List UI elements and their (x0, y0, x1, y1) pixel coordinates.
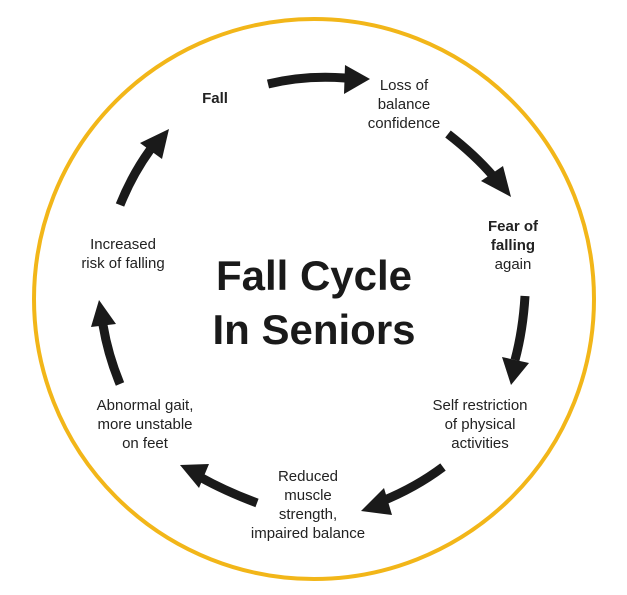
node-line: balance (378, 96, 431, 113)
arrow-abnormal-gait-to-increased-risk (91, 300, 125, 386)
node-line: falling (491, 237, 535, 254)
node-line: Fall (202, 90, 228, 107)
arrow-increased-risk-to-fall (115, 129, 169, 207)
node-self-restriction-of-physical-activities: Self restriction of physical activities (432, 397, 527, 452)
node-line: on feet (122, 435, 169, 452)
node-line: Loss of (380, 77, 429, 94)
node-increased-risk-of-falling: Increased risk of falling (81, 236, 164, 272)
node-line: activities (451, 435, 509, 452)
diagram-title-line-2: In Seniors (212, 306, 415, 353)
node-loss-of-balance-confidence: Loss of balance confidence (368, 77, 441, 132)
node-line: Increased (90, 236, 156, 253)
arrow-loss-of-confidence-to-fear (445, 130, 511, 197)
node-line: Reduced (278, 468, 338, 485)
node-line: muscle (284, 487, 332, 504)
cycle-arrows (91, 65, 530, 515)
arrow-reduced-strength-to-abnormal-gait (180, 464, 259, 508)
node-line: impaired balance (251, 525, 365, 542)
node-line: more unstable (97, 416, 192, 433)
node-reduced-muscle-strength: Reduced muscle strength, impaired balance (251, 468, 365, 542)
arrow-self-restriction-to-reduced-strength (361, 463, 446, 515)
node-line: Self restriction (432, 397, 527, 414)
arrow-fear-to-self-restriction (502, 295, 530, 385)
node-line: Fear of (488, 218, 539, 235)
node-line: risk of falling (81, 255, 164, 272)
node-fall: Fall (202, 90, 228, 107)
diagram-title-line-1: Fall Cycle (216, 252, 412, 299)
node-line: strength, (279, 506, 337, 523)
arrow-fall-to-loss-of-confidence (266, 65, 370, 94)
cycle-ring (32, 17, 596, 581)
node-line: confidence (368, 115, 441, 132)
node-line: Abnormal gait, (97, 397, 194, 414)
node-fear-of-falling-again: Fear of falling again (488, 218, 539, 273)
node-abnormal-gait: Abnormal gait, more unstable on feet (97, 397, 194, 452)
node-line: again (495, 256, 532, 273)
node-line: of physical (445, 416, 516, 433)
